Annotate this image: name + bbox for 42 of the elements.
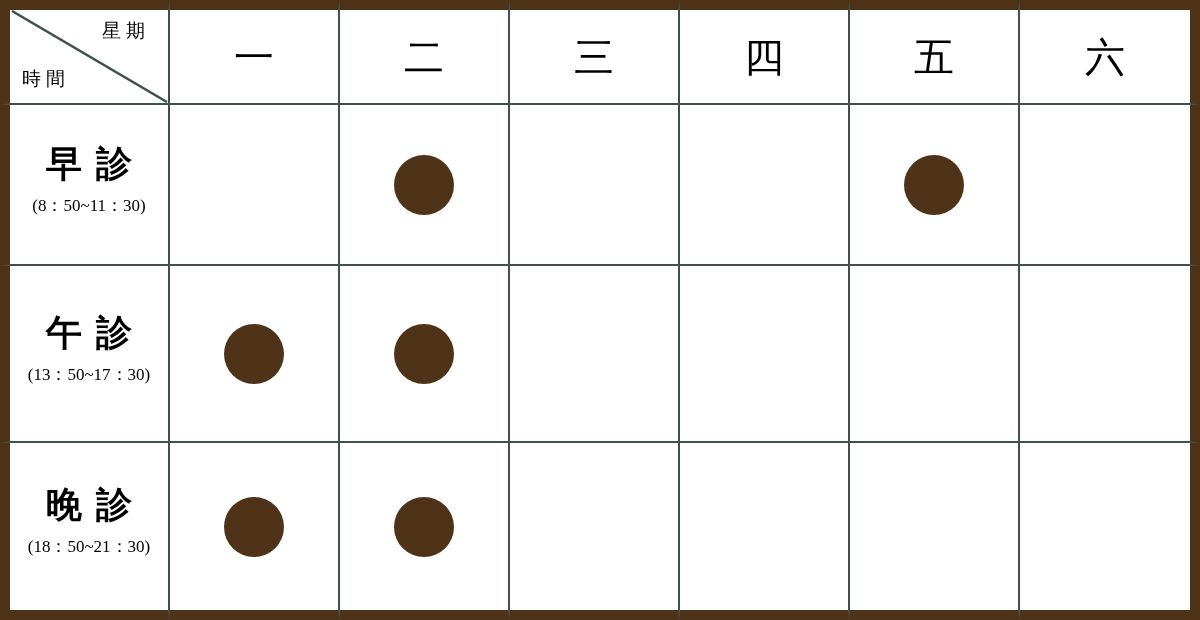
table-cell: [1020, 266, 1200, 443]
table-cell: [0, 0, 170, 105]
table-cell: [1020, 105, 1200, 266]
time-range: (8：50~11：30): [31, 194, 147, 217]
session-label: 早診: [45, 140, 147, 186]
table-cell: [170, 105, 340, 266]
table-cell: [170, 266, 340, 443]
table-cell: [850, 266, 1020, 443]
weekday-label: 四: [743, 32, 785, 81]
table-cell: [340, 443, 510, 620]
table-cell: [850, 105, 1020, 266]
session-label: 午診: [44, 309, 147, 355]
table-cell: [0, 266, 170, 443]
table-cell: [170, 443, 340, 620]
table-cell: [510, 266, 680, 443]
table-cell: [340, 266, 510, 443]
table-cell: [850, 0, 1020, 105]
table-cell: [680, 0, 850, 105]
time-range: (18：50~21：30): [26, 535, 152, 558]
table-cell: [170, 0, 340, 105]
weekday-label: 六: [1084, 32, 1126, 81]
table-cell: [0, 443, 170, 620]
weekday-label: 三: [573, 32, 615, 81]
weekday-label: 一: [233, 32, 275, 81]
table-cell: [510, 0, 680, 105]
table-cell: [850, 443, 1020, 620]
table-cell: [1020, 0, 1200, 105]
table-cell: [680, 105, 850, 266]
table-cell: [680, 266, 850, 443]
column-heading: 星期: [102, 18, 150, 43]
table-cell: [340, 0, 510, 105]
weekday-label: 二: [403, 32, 445, 81]
table-cell: [680, 443, 850, 620]
weekday-label: 五: [913, 32, 955, 81]
table-cell: [0, 105, 170, 266]
table-cell: [340, 105, 510, 266]
session-label: 晚診: [45, 481, 147, 527]
table-cell: [510, 443, 680, 620]
table-cell: [1020, 443, 1200, 620]
time-range: (13：50~17：30): [26, 363, 152, 386]
row-heading: 時間: [22, 66, 70, 91]
table-cell: [510, 105, 680, 266]
